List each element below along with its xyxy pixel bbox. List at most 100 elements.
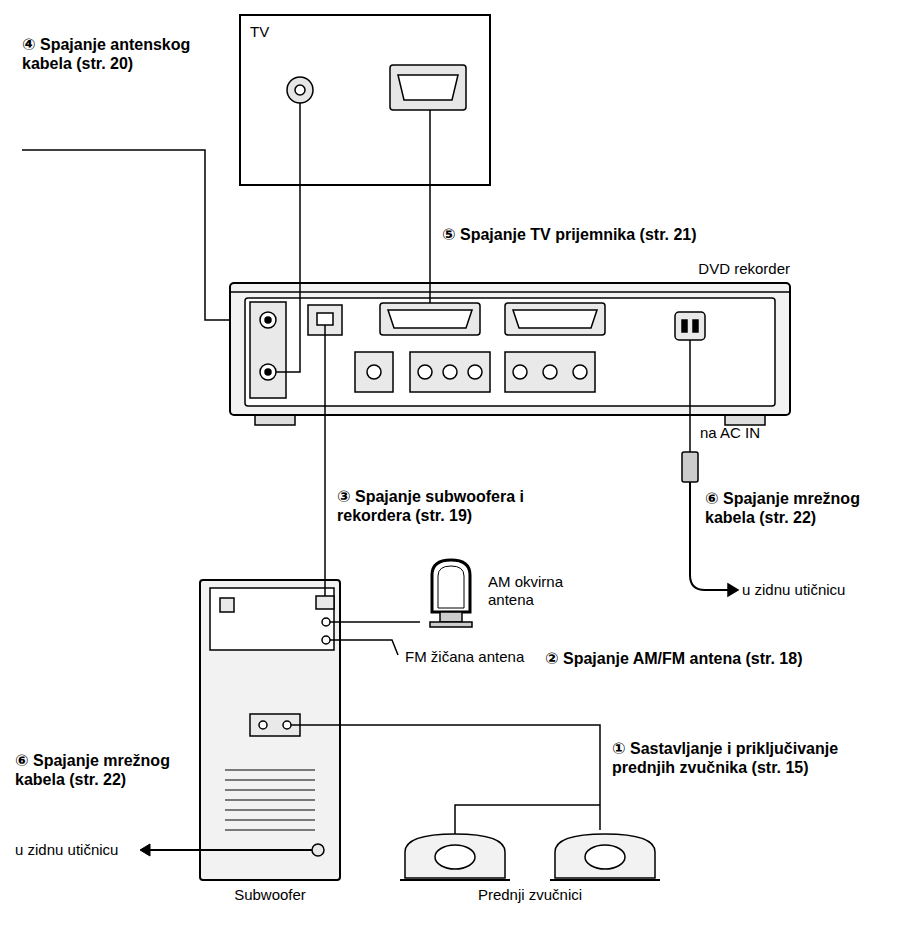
mains-arrow (140, 844, 150, 856)
dvd-recorder (543, 365, 557, 379)
am-loop-antenna (430, 622, 472, 627)
dvd-recorder (682, 320, 687, 332)
tv-set (390, 65, 466, 110)
front-speaker (585, 845, 625, 869)
am-loop-antenna (438, 566, 464, 608)
dvd-recorder (230, 291, 790, 293)
cable-connector (299, 185, 301, 283)
cable-wire (276, 283, 300, 372)
tv-set (295, 85, 305, 95)
subwoofer-box: Subwoofer (200, 580, 340, 880)
cable-wire (689, 340, 691, 452)
cable-wire (22, 150, 260, 320)
node-label: Prednji zvučnici (400, 886, 660, 904)
dvd-recorder (443, 365, 457, 379)
callout-text: ① Sastavljanje i priključivanje prednjih… (612, 740, 882, 778)
front-speaker (555, 834, 655, 878)
label-slot: ① Sastavljanje i priključivanje prednjih… (612, 740, 882, 778)
cable-connector (340, 621, 420, 623)
dvd-recorder (505, 303, 605, 335)
dvd-recorder (513, 365, 527, 379)
tv-set (287, 77, 313, 103)
label-slot: na AC IN (700, 424, 760, 442)
mains-plug (682, 452, 698, 482)
mains-plug (728, 584, 738, 596)
dvd-recorder (355, 352, 393, 392)
subwoofer-unit (200, 580, 340, 880)
dvd-recorder (675, 312, 705, 340)
dvd-recorder (260, 312, 276, 328)
note-label: u zidnu utičnicu (15, 841, 118, 859)
label-slot: u zidnu utičnicu (15, 841, 118, 859)
dvd-recorder (410, 352, 490, 392)
dvd-recorder (260, 364, 276, 380)
dvd-recorder (230, 283, 790, 415)
mains-arrow (140, 844, 150, 856)
am-antenna-box: AM okvirna antena (420, 555, 482, 630)
subwoofer-unit (210, 588, 334, 650)
front-speaker (400, 834, 660, 880)
tv-set (398, 75, 458, 100)
dvd-recorder (725, 415, 765, 425)
connector-group (300, 185, 600, 830)
cable-wire (330, 621, 340, 623)
callout-text: ④ Spajanje antenskog kabela (str. 20) (22, 36, 232, 74)
am-loop-antenna (430, 560, 472, 627)
label-slot: ② Spajanje AM/FM antena (str. 18) (545, 650, 802, 669)
tv-box: TV (240, 15, 490, 185)
subwoofer-unit (220, 598, 234, 612)
dvd-recorder-box: DVD rekorder (230, 283, 790, 415)
subwoofer-unit (259, 721, 267, 729)
dvd-recorder (230, 283, 790, 425)
subwoofer-unit (283, 721, 291, 729)
label-slot: u zidnu utičnicu (742, 581, 845, 599)
front-speaker (405, 834, 505, 878)
cable-wire (330, 640, 398, 655)
cable-connector (429, 185, 431, 283)
subwoofer-unit (225, 770, 315, 830)
cable-wire (150, 849, 312, 851)
am-loop-antenna (440, 612, 462, 622)
note-label: FM žičana antena (405, 648, 524, 666)
cable-wire (455, 805, 600, 834)
label-slot: ④ Spajanje antenskog kabela (str. 20) (22, 36, 232, 74)
callout-text: ③ Spajanje subwoofera i rekordera (str. … (337, 488, 557, 526)
subwoofer-unit (312, 844, 324, 856)
tv-set (240, 15, 490, 185)
am-loop-antenna (432, 560, 470, 612)
front-speaker (550, 879, 660, 881)
callout-text: ⑤ Spajanje TV prijemnika (str. 21) (442, 226, 697, 245)
cable-connector (340, 725, 600, 830)
subwoofer-unit (322, 636, 330, 644)
dvd-recorder (317, 313, 333, 325)
cable-wire (291, 724, 340, 726)
dvd-recorder (265, 317, 271, 323)
cable-connector (324, 415, 326, 580)
node-label: DVD rekorder (230, 260, 790, 278)
tv-set (240, 15, 490, 185)
dvd-recorder (418, 365, 432, 379)
callout-text: ⑥ Spajanje mrežnog kabela (str. 22) (15, 752, 195, 790)
subwoofer-unit (316, 596, 334, 609)
speakers-box: Prednji zvučnici (400, 830, 660, 880)
dvd-recorder (265, 369, 271, 375)
cable-wire (276, 283, 728, 590)
node-label: TV (250, 23, 269, 41)
cable-wire (150, 580, 600, 850)
cable-wire (324, 325, 326, 415)
dvd-recorder (468, 365, 482, 379)
dvd-recorder (367, 365, 381, 379)
dvd-recorder (693, 320, 698, 332)
cable-wire (429, 283, 431, 303)
label-slot: ③ Spajanje subwoofera i rekordera (str. … (337, 488, 557, 526)
subwoofer-unit (200, 580, 340, 880)
node-label: AM okvirna antena (488, 573, 588, 609)
dvd-recorder (573, 365, 587, 379)
subwoofer-unit (322, 618, 330, 626)
dvd-recorder (250, 302, 286, 398)
